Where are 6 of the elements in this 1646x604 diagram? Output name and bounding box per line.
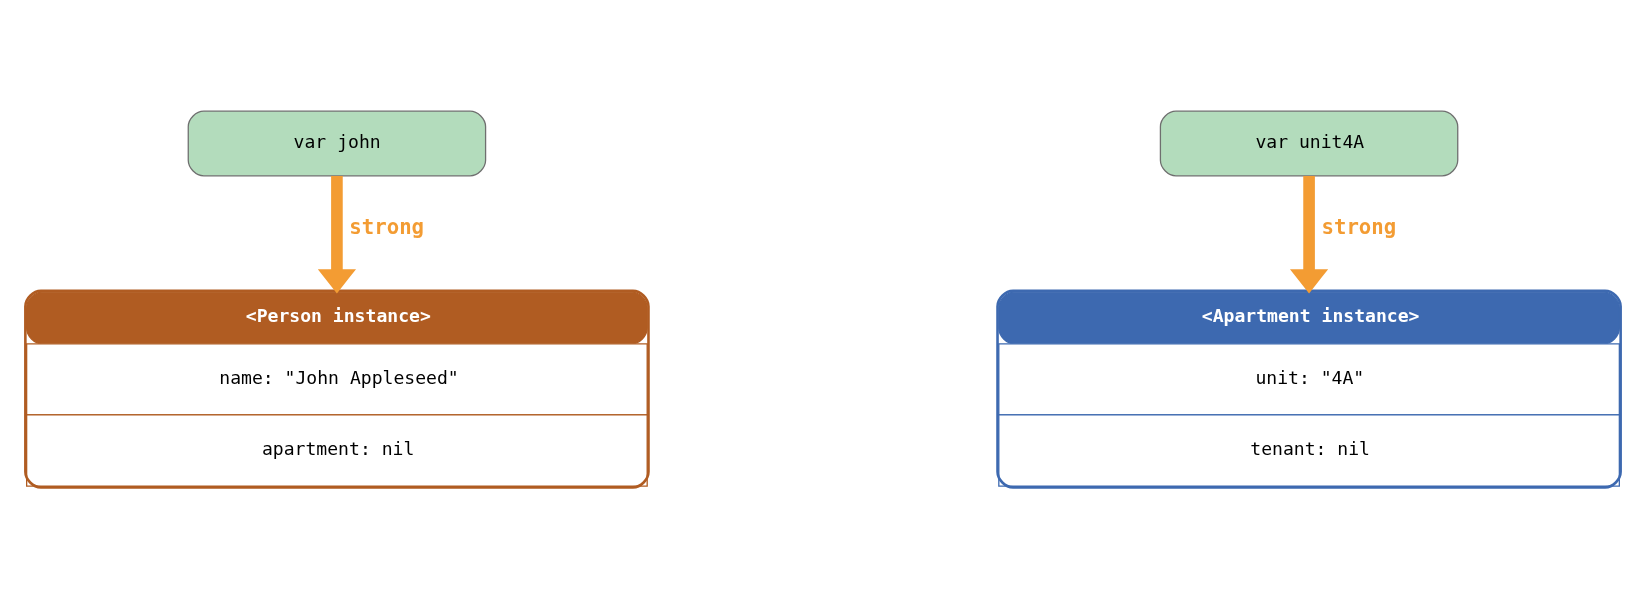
node-box: var john — [187, 110, 487, 176]
node-box: var unit4A — [1159, 110, 1459, 176]
arrow — [1290, 175, 1329, 293]
edge-label: strong — [1321, 214, 1397, 239]
arrow — [317, 175, 356, 293]
edge-label: strong — [349, 214, 425, 239]
